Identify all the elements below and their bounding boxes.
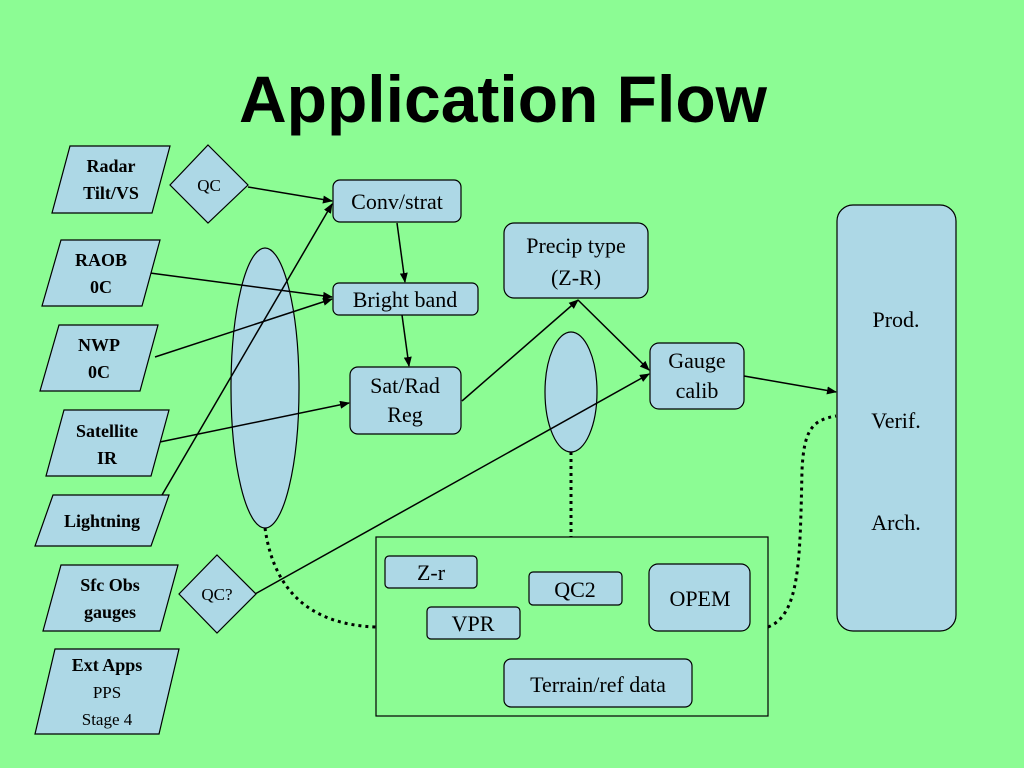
support-vpr: VPR: [426, 606, 521, 640]
svg-text:Gauge: Gauge: [668, 348, 725, 373]
svg-text:Stage 4: Stage 4: [82, 710, 133, 729]
input-nwp: NWP 0C: [39, 324, 159, 392]
page-title: Application Flow: [239, 62, 768, 136]
input-sfc-obs: Sfc Obs gauges: [42, 564, 179, 632]
output-verif: Verif.: [871, 408, 920, 433]
support-qc2: QC2: [528, 571, 623, 606]
arrow-lightning-to-conv-strat: [154, 203, 333, 508]
input-merge-ellipse: [230, 247, 300, 529]
svg-text:Radar: Radar: [87, 156, 136, 176]
arrow-satellite-to-sat-rad: [154, 400, 350, 444]
gauge-merge-ellipse: [544, 331, 598, 453]
svg-text:Reg: Reg: [387, 402, 422, 427]
process-precip-type: Precip type (Z-R): [503, 222, 649, 299]
svg-text:Sfc Obs: Sfc Obs: [80, 575, 140, 595]
svg-text:Terrain/ref data: Terrain/ref data: [530, 672, 666, 697]
svg-text:QC?: QC?: [201, 585, 232, 604]
svg-text:Bright band: Bright band: [353, 287, 458, 312]
svg-text:QC2: QC2: [554, 577, 596, 602]
svg-text:PPS: PPS: [93, 683, 121, 702]
input-radar: Radar Tilt/VS: [51, 145, 171, 214]
process-conv-strat: Conv/strat: [332, 179, 462, 223]
arrow-raob-to-bright-band: [149, 272, 333, 300]
arrow-gauge-calib-to-output: [743, 375, 837, 395]
svg-text:Conv/strat: Conv/strat: [351, 189, 443, 214]
arrow-sat-rad-to-precip-type: [461, 299, 579, 402]
arrow-precip-type-to-gauge-calib: [577, 299, 650, 371]
process-gauge-calib: Gauge calib: [649, 342, 745, 410]
arrow-nwp-to-bright-band: [154, 298, 333, 358]
input-raob: RAOB 0C: [41, 239, 161, 307]
input-ext-apps: Ext Apps PPS Stage 4: [34, 648, 180, 735]
dotted-ellipse-to-panel: [263, 527, 377, 629]
arrow-conv-strat-to-bright-band: [396, 222, 408, 283]
svg-text:Tilt/VS: Tilt/VS: [83, 183, 139, 203]
svg-text:IR: IR: [97, 448, 118, 468]
arrow-qc2-to-gauge-calib: [254, 373, 650, 595]
arrow-qc-to-conv-strat: [247, 186, 333, 204]
svg-text:gauges: gauges: [84, 602, 136, 622]
svg-text:Sat/Rad: Sat/Rad: [370, 373, 440, 398]
output-arch: Arch.: [871, 510, 920, 535]
svg-text:RAOB: RAOB: [75, 250, 127, 270]
qc-diamond-bottom: QC?: [178, 554, 257, 634]
arrow-bright-band-to-sat-rad: [401, 314, 412, 367]
output-box: [836, 204, 957, 632]
input-lightning: Lightning: [34, 494, 170, 547]
svg-text:0C: 0C: [88, 362, 110, 382]
support-terrain: Terrain/ref data: [503, 658, 693, 708]
support-zr: Z-r: [384, 555, 478, 589]
svg-text:Z-r: Z-r: [417, 560, 446, 585]
svg-text:calib: calib: [676, 378, 719, 403]
svg-text:QC: QC: [197, 176, 221, 195]
svg-text:Ext Apps: Ext Apps: [72, 655, 143, 675]
svg-text:Precip type: Precip type: [526, 233, 626, 258]
svg-text:VPR: VPR: [452, 611, 495, 636]
support-opem: OPEM: [648, 563, 751, 632]
process-bright-band: Bright band: [332, 282, 479, 316]
process-sat-rad-reg: Sat/Rad Reg: [349, 366, 462, 435]
svg-text:0C: 0C: [90, 277, 112, 297]
input-satellite: Satellite IR: [45, 409, 170, 477]
svg-text:NWP: NWP: [78, 335, 120, 355]
svg-text:Lightning: Lightning: [64, 511, 140, 531]
svg-text:OPEM: OPEM: [669, 586, 730, 611]
svg-text:(Z-R): (Z-R): [551, 265, 601, 290]
svg-text:Satellite: Satellite: [76, 421, 138, 441]
qc-diamond-top: QC: [169, 144, 249, 224]
output-prod: Prod.: [872, 307, 919, 332]
dotted-panel-to-output: [767, 414, 837, 629]
